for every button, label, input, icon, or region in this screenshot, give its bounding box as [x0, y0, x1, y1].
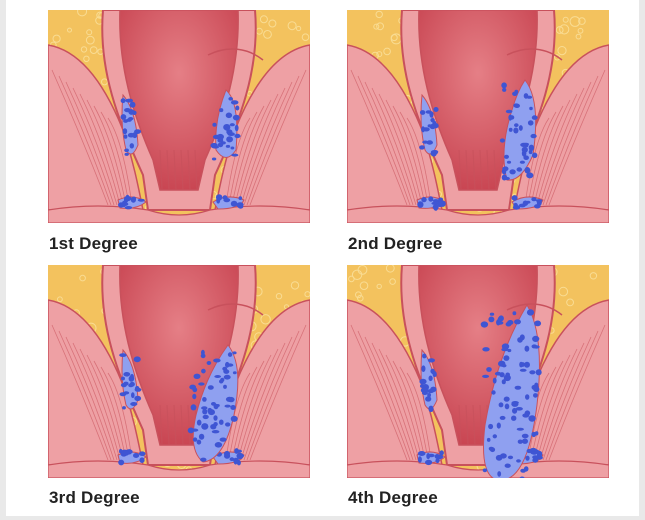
- hemorrhoid-grade-4-illustration: [347, 265, 609, 478]
- panel-2nd-degree: [347, 10, 609, 223]
- hemorrhoid-grade-1-illustration: [48, 10, 310, 223]
- hemorrhoid-grade-2-illustration: [347, 10, 609, 223]
- caption-1st-degree: 1st Degree: [49, 234, 138, 254]
- panel-3rd-degree: [48, 265, 310, 478]
- panel-1st-degree: [48, 10, 310, 223]
- caption-2nd-degree: 2nd Degree: [348, 234, 443, 254]
- panel-4th-degree: [347, 265, 609, 478]
- caption-3rd-degree: 3rd Degree: [49, 488, 140, 508]
- hemorrhoid-grade-3-illustration: [48, 265, 310, 478]
- caption-4th-degree: 4th Degree: [348, 488, 438, 508]
